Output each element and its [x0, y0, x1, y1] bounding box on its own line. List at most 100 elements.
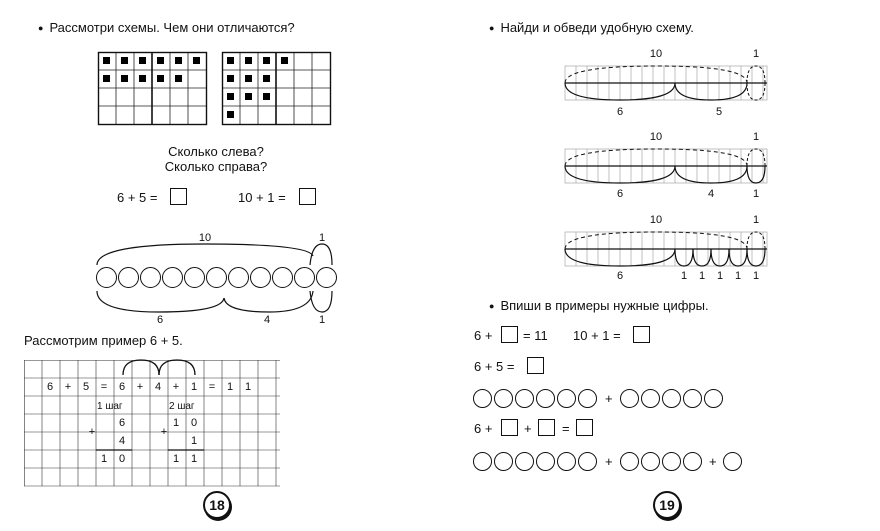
circle: [578, 452, 597, 471]
question-left: Сколько слева?: [168, 144, 264, 159]
grid-cell: 1: [244, 381, 252, 393]
circle: [557, 452, 576, 471]
circle: [536, 452, 555, 471]
grid-cell: 1: [226, 381, 234, 393]
scheme-2: [564, 148, 768, 184]
circle: [473, 452, 492, 471]
circle: [515, 452, 534, 471]
circle: [473, 389, 492, 408]
plus-sign: +: [605, 391, 613, 406]
circle: [557, 389, 576, 408]
circle-arcs: [96, 243, 333, 313]
answer-box-2[interactable]: [299, 188, 316, 205]
circle: [294, 267, 315, 288]
ex1a-left: 6 +: [474, 328, 493, 343]
plus-sign: +: [605, 454, 613, 469]
scheme3-bottom-1: 1: [716, 270, 724, 282]
plus-sign: +: [709, 454, 717, 469]
ex4-left: 6 +: [474, 421, 493, 436]
scheme3-bottom-6: 6: [616, 270, 624, 282]
grid-cell: =: [208, 381, 216, 393]
grid-cell: 4: [154, 381, 162, 393]
circle: [662, 452, 681, 471]
ex4-mid: +: [524, 421, 532, 436]
circle: [272, 267, 293, 288]
scheme3-bottom-1: 1: [680, 270, 688, 282]
circle: [206, 267, 227, 288]
circle: [683, 389, 702, 408]
dot-grid-left: [97, 51, 208, 126]
answer-box-1[interactable]: [170, 188, 187, 205]
answer-box-ex4a[interactable]: [501, 419, 518, 436]
circle: [316, 267, 337, 288]
consider-example-heading: Рассмотрим пример 6 + 5.: [24, 333, 183, 348]
grid-cell: 6: [118, 381, 126, 393]
step-1-label: 1 шаг: [97, 401, 123, 412]
answer-box-ex4b[interactable]: [538, 419, 555, 436]
scheme3-bottom-1: 1: [752, 270, 760, 282]
circle: [683, 452, 702, 471]
circle: [704, 389, 723, 408]
scheme3-top-10: 10: [649, 214, 663, 226]
ex1b: 10 + 1 =: [573, 328, 621, 343]
circle: [228, 267, 249, 288]
answer-box-ex4c[interactable]: [576, 419, 593, 436]
circle: [494, 389, 513, 408]
ex1a-right: = 11: [523, 328, 548, 343]
step2-digit: 1: [172, 453, 180, 465]
equation-10-plus-1: 10 + 1 =: [238, 190, 286, 205]
arc-label-6: 6: [156, 314, 164, 326]
step1-digit: 0: [118, 453, 126, 465]
circle: [184, 267, 205, 288]
circle: [662, 389, 681, 408]
circle: [723, 452, 742, 471]
step1-digit: 1: [100, 453, 108, 465]
arc-label-1-top: 1: [318, 232, 326, 244]
ex4-eq: =: [562, 421, 570, 436]
scheme2-bottom-1: 1: [752, 188, 760, 200]
answer-box-ex2[interactable]: [527, 357, 544, 374]
step1-digit: 6: [118, 417, 126, 429]
notebook-grid: [24, 359, 280, 487]
scheme1-bottom-6: 6: [616, 106, 624, 118]
step1-plus: +: [88, 426, 96, 438]
right-instruction-2: Впиши в примеры нужные цифры.: [489, 298, 708, 313]
scheme1-top-10: 10: [649, 48, 663, 60]
circle: [578, 389, 597, 408]
scheme1-top-1: 1: [752, 48, 760, 60]
grid-cell: 6: [46, 381, 54, 393]
circle: [620, 389, 639, 408]
ex2: 6 + 5 =: [474, 359, 515, 374]
circle: [641, 389, 660, 408]
circle: [620, 452, 639, 471]
scheme2-top-10: 10: [649, 131, 663, 143]
grid-cell: 1: [190, 381, 198, 393]
dot-grid-right: [221, 51, 332, 126]
scheme2-bottom-4: 4: [707, 188, 715, 200]
step2-digit: 1: [172, 417, 180, 429]
step2-digit: 1: [190, 453, 198, 465]
circle: [162, 267, 183, 288]
circle: [641, 452, 660, 471]
page-number-left: 18: [203, 491, 231, 519]
arc-label-10: 10: [198, 232, 212, 244]
grid-cell: +: [136, 381, 144, 393]
circle: [250, 267, 271, 288]
arc-label-1-bottom: 1: [318, 314, 326, 326]
answer-box-ex1a[interactable]: [501, 326, 518, 343]
equation-6-plus-5: 6 + 5 =: [117, 190, 158, 205]
scheme3-bottom-1: 1: [734, 270, 742, 282]
circle: [140, 267, 161, 288]
page-number-right: 19: [653, 491, 681, 519]
scheme1-bottom-5: 5: [715, 106, 723, 118]
right-instruction-1: Найди и обведи удобную схему.: [489, 20, 693, 35]
scheme2-top-1: 1: [752, 131, 760, 143]
scheme-3: [564, 231, 768, 267]
arc-label-4: 4: [263, 314, 271, 326]
circle: [118, 267, 139, 288]
step2-digit: 1: [190, 435, 198, 447]
answer-box-ex1b[interactable]: [633, 326, 650, 343]
step-2-label: 2 шаг: [169, 401, 195, 412]
left-instruction-1: Рассмотри схемы. Чем они отличаются?: [38, 20, 294, 35]
scheme-1: [564, 65, 768, 101]
